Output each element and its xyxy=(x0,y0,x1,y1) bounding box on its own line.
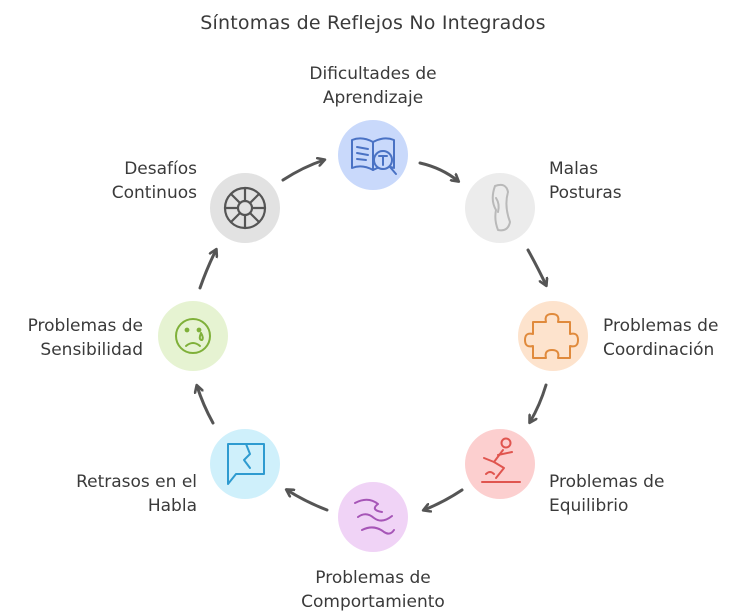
puzzle-piece-icon xyxy=(524,313,579,359)
node-circle-posturas xyxy=(465,173,535,243)
cycle-arrows xyxy=(197,160,546,510)
node-label-line: Dificultades de xyxy=(309,64,437,84)
arrow-coordinacion-equilibrio xyxy=(530,383,548,422)
node-circle-equilibrio xyxy=(465,429,535,499)
book-magnifier-icon xyxy=(351,137,397,175)
node-label-line: Desafíos xyxy=(124,159,197,179)
node-label-line: Continuos xyxy=(111,183,197,203)
arrow-desafios-aprendizaje xyxy=(281,160,324,182)
node-label-line: Habla xyxy=(147,496,197,516)
arrow-aprendizaje-posturas xyxy=(418,161,458,181)
node-label-habla: Retrasos en el Habla xyxy=(17,470,197,518)
scribble-icon xyxy=(354,498,395,535)
node-label-desafios: Desafíos Continuos xyxy=(57,157,197,205)
arrow-equilibrio-comportamiento xyxy=(424,488,464,510)
arrow-posturas-coordinacion xyxy=(526,248,546,285)
node-circle-desafios xyxy=(210,173,280,243)
node-label-comportamiento: Problemas de Comportamiento xyxy=(263,566,483,614)
node-label-line: Comportamiento xyxy=(301,592,445,612)
sad-face-icon xyxy=(175,318,211,354)
node-label-sensibilidad: Problemas de Sensibilidad xyxy=(2,314,143,362)
node-label-line: Aprendizaje xyxy=(322,88,424,108)
node-label-coordinacion: Problemas de Coordinación xyxy=(603,314,743,362)
node-label-line: Coordinación xyxy=(603,340,715,360)
node-label-posturas: Malas Posturas xyxy=(549,157,689,205)
spine-icon xyxy=(491,183,511,232)
node-label-line: Problemas de xyxy=(549,472,665,492)
node-label-line: Problemas de xyxy=(603,316,719,336)
node-label-equilibrio: Problemas de Equilibrio xyxy=(549,470,709,518)
falling-person-icon xyxy=(481,437,521,483)
diagram-title: Síntomas de Reflejos No Integrados xyxy=(200,12,546,34)
arrow-comportamiento-habla xyxy=(287,490,329,512)
node-circle-sensibilidad xyxy=(158,301,228,371)
node-label-line: Posturas xyxy=(549,183,622,203)
node-label-line: Retrasos en el xyxy=(76,472,197,492)
cycle-wheel-icon xyxy=(223,186,267,230)
node-label-aprendizaje: Dificultades de Aprendizaje xyxy=(273,62,473,110)
node-label-line: Equilibrio xyxy=(549,496,629,516)
node-label-line: Problemas de xyxy=(315,568,431,588)
arrow-habla-sensibilidad xyxy=(197,386,215,425)
node-label-line: Malas xyxy=(549,159,599,179)
node-label-line: Sensibilidad xyxy=(40,340,143,360)
arrow-sensibilidad-desafios xyxy=(198,250,216,290)
node-label-line: Problemas de xyxy=(27,316,143,336)
broken-speech-bubble-icon xyxy=(227,443,265,485)
node-circle-habla xyxy=(210,429,280,499)
